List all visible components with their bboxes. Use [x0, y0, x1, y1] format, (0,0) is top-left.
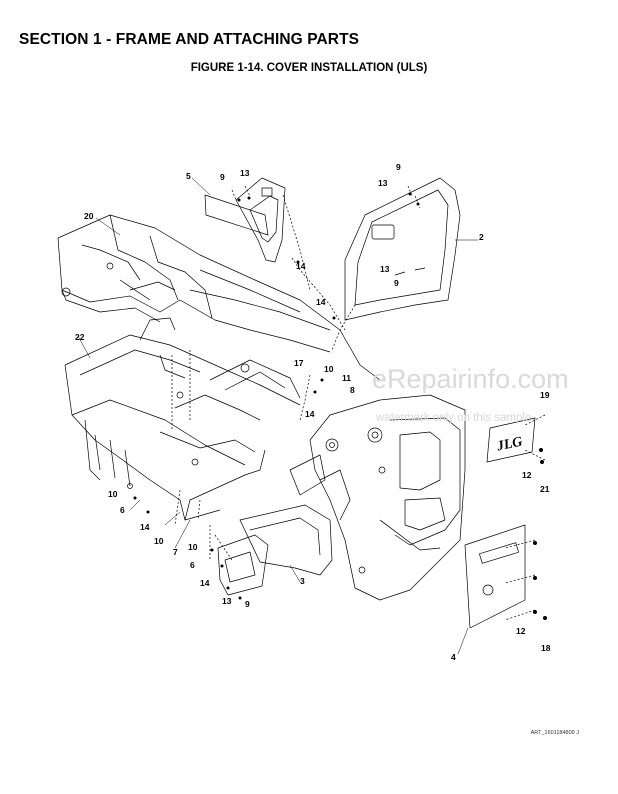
callout-14: 14 [140, 522, 150, 532]
callout-10: 10 [154, 536, 164, 546]
callout-12: 12 [522, 470, 532, 480]
callout-22: 22 [75, 332, 85, 342]
callout-10: 10 [188, 542, 198, 552]
bracket-part-13-lower [217, 534, 269, 596]
callout-18: 18 [541, 643, 551, 653]
callout-11: 11 [342, 373, 351, 383]
callout-13: 13 [240, 168, 250, 178]
curved-cover-part-3 [239, 504, 333, 576]
bracket-part-13 [235, 177, 286, 263]
callout-12: 12 [516, 626, 526, 636]
frame-upright [309, 394, 466, 601]
callout-3: 3 [300, 576, 305, 586]
callout-17: 17 [294, 358, 304, 368]
callout-14: 14 [316, 297, 326, 307]
callout-14: 14 [305, 409, 315, 419]
frame-outline [57, 214, 381, 381]
callout-9: 9 [396, 162, 401, 172]
rear-panel-part-4 [464, 524, 526, 629]
callout-20: 20 [84, 211, 94, 221]
callout-13: 13 [378, 178, 388, 188]
callout-4: 4 [451, 652, 456, 662]
callout-10: 10 [324, 364, 334, 374]
callout-2: 2 [479, 232, 484, 242]
callout-13: 13 [222, 596, 232, 606]
callout-6: 6 [120, 505, 125, 515]
watermark-site: eRepairinfo.com [372, 364, 569, 394]
callout-9: 9 [220, 172, 225, 182]
callout-21: 21 [540, 484, 550, 494]
watermark-note: watermark only on this sample [375, 412, 531, 424]
callout-14: 14 [296, 261, 306, 271]
callout-8: 8 [350, 385, 355, 395]
side-cover-part-2 [344, 177, 461, 321]
figure-title: FIGURE 1-14. COVER INSTALLATION (ULS) [190, 62, 428, 74]
callout-5: 5 [186, 171, 191, 181]
logo-plate-part-19 [486, 417, 536, 463]
callout-9: 9 [394, 278, 399, 288]
callout-13: 13 [380, 264, 390, 274]
callout-9: 9 [245, 599, 250, 609]
plate-part-5 [204, 194, 269, 236]
callout-6: 6 [190, 560, 195, 570]
callout-10: 10 [108, 489, 118, 499]
jlg-logo: JLG [495, 435, 524, 455]
callout-19: 19 [540, 390, 550, 400]
callout-14: 14 [200, 578, 210, 588]
section-title: SECTION 1 - FRAME AND ATTACHING PARTS [19, 31, 360, 48]
callout-7: 7 [173, 547, 178, 557]
art-code: ART_1601184809 J [530, 730, 579, 736]
